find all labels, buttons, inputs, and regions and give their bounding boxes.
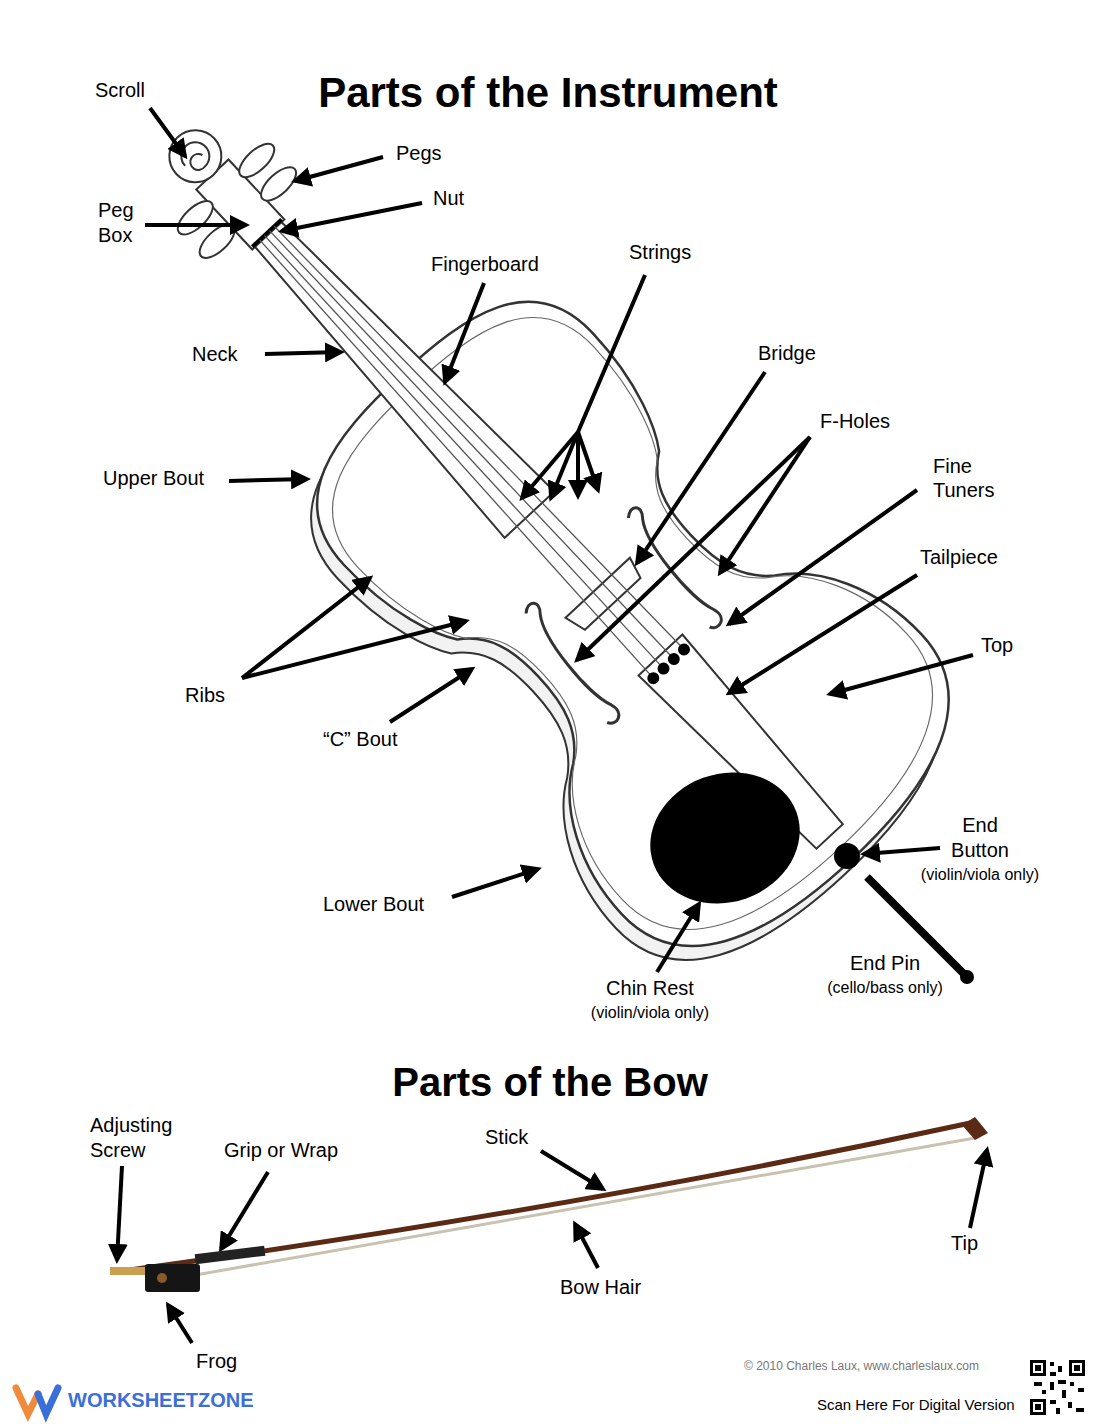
adjusting-screw [110, 1267, 145, 1275]
peg [256, 162, 302, 207]
part-label: End Pin [850, 951, 920, 975]
bridge [566, 558, 645, 634]
title: Parts of the Instrument [318, 68, 778, 118]
logo-mark [16, 1388, 58, 1414]
part-note: (violin/viola only) [921, 865, 1039, 884]
part-label: Fine Tuners [933, 454, 1005, 502]
watermark: WORKSHEETZONE [68, 1388, 254, 1412]
part-label: Grip or Wrap [224, 1138, 338, 1162]
part-label: Scroll [95, 78, 145, 102]
section-heading: Parts of the Bow [392, 1058, 708, 1106]
violin-body [28, 0, 1002, 1000]
part-label: Chin Rest [606, 976, 694, 1000]
part-label: Frog [196, 1349, 237, 1373]
bow-hair [150, 1138, 975, 1283]
strings [252, 219, 683, 677]
end-pin-tip [960, 970, 974, 984]
part-label: Bow Hair [560, 1275, 641, 1299]
part-label: Ribs [185, 683, 225, 707]
part-label: Tailpiece [920, 545, 998, 569]
bow-frog [145, 1264, 200, 1292]
part-label: Top [981, 633, 1013, 657]
leader-arrows [117, 108, 987, 1343]
qr-code [1030, 1360, 1085, 1415]
part-label: Bridge [758, 341, 816, 365]
part-label: Stick [485, 1125, 528, 1149]
qr-note: Scan Here For Digital Version [817, 1396, 1015, 1414]
part-label: Adjusting Screw [90, 1113, 190, 1163]
bow [110, 1117, 988, 1292]
part-label: Pegs [396, 141, 442, 165]
part-label: F-Holes [820, 409, 890, 433]
bow-stick [115, 1122, 975, 1272]
part-note: (violin/viola only) [591, 1003, 709, 1022]
fine-tuners [645, 641, 693, 687]
chin-rest [632, 752, 819, 924]
part-label: Peg Box [98, 198, 148, 248]
part-label: Neck [192, 342, 238, 366]
part-label: End Button [934, 813, 1026, 863]
part-label: Upper Bout [103, 466, 204, 490]
part-label: Nut [433, 186, 464, 210]
part-label: Lower Bout [323, 892, 424, 916]
end-button [834, 843, 860, 869]
bow-tip [962, 1117, 988, 1140]
copyright-note: © 2010 Charles Laux, www.charleslaux.com [744, 1359, 979, 1373]
fingerboard [242, 210, 554, 538]
part-label: “C” Bout [323, 727, 397, 751]
nut [252, 219, 281, 246]
bow-grip [195, 1246, 266, 1264]
scroll [159, 120, 232, 193]
part-note: (cello/bass only) [827, 978, 943, 997]
part-label: Tip [951, 1231, 978, 1255]
part-label: Fingerboard [431, 252, 539, 276]
part-label: Strings [629, 240, 691, 264]
